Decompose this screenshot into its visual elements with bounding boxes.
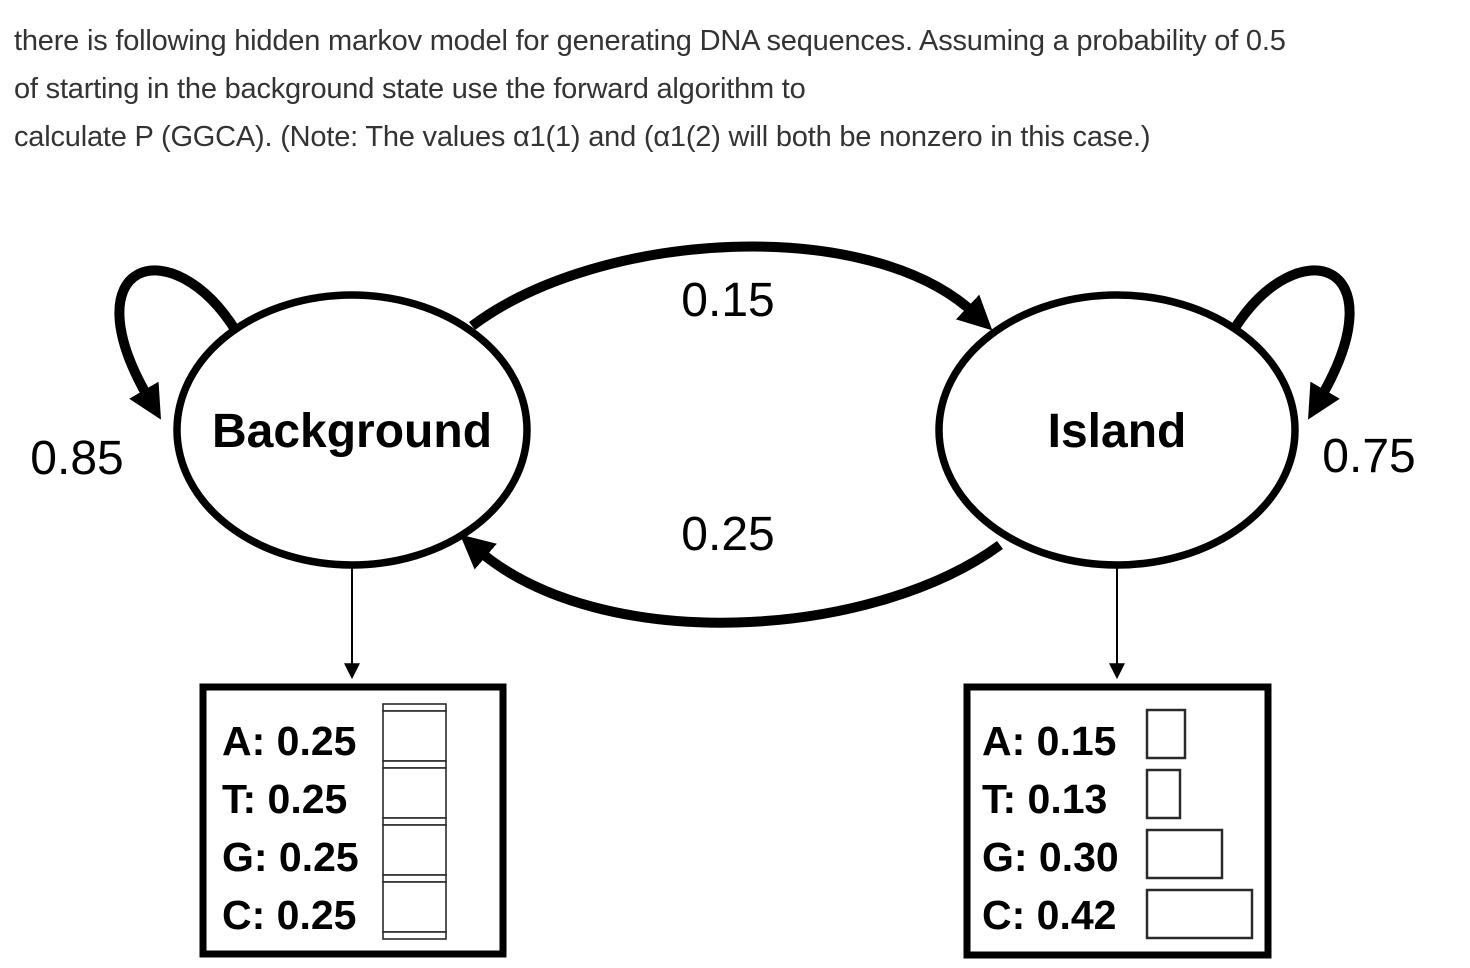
background-emission-bar-a (382, 710, 447, 762)
background-emission-row-t: T: 0.25 (222, 776, 347, 822)
background-emission-bar-t (382, 767, 447, 819)
island-state-label: Island (1048, 405, 1187, 458)
island-emission-row-a: A: 0.15 (982, 718, 1116, 764)
island-emission-bar-a (1145, 708, 1187, 760)
island-emission-bar-c (1145, 888, 1254, 940)
background-emission-bar-g (382, 824, 447, 876)
island-emission-row-c: C: 0.42 (982, 892, 1116, 938)
background-self-loop-prob: 0.85 (30, 432, 123, 485)
island-self-loop-prob: 0.75 (1322, 430, 1415, 483)
background-emission-row-a: A: 0.25 (222, 718, 356, 764)
background-state-ellipse (173, 291, 531, 569)
background-bar-cap (382, 703, 447, 712)
island-state-ellipse (935, 291, 1299, 569)
question-text-line-3: calculate P (GGCA). (Note: The values α1… (14, 121, 1151, 153)
island-emission-row-t: T: 0.13 (982, 776, 1107, 822)
question-text-line-1: there is following hidden markov model f… (14, 25, 1286, 57)
background-state-label: Background (212, 405, 492, 458)
background-emission-row-g: G: 0.25 (222, 834, 359, 880)
background-self-loop-arrow (114, 265, 241, 420)
background-bar-cap (382, 874, 447, 883)
background-bar-cap (382, 817, 447, 826)
question-text-line-2: of starting in the background state use … (14, 73, 806, 105)
background-emission-row-c: C: 0.25 (222, 892, 356, 938)
island-to-background-prob: 0.25 (681, 508, 774, 561)
question-text: there is following hidden markov model f… (14, 17, 1462, 161)
background-to-island-arrow (469, 241, 993, 331)
background-emission-box (199, 683, 507, 958)
background-bar-cap (382, 760, 447, 769)
background-emission-bar-c (382, 881, 447, 933)
island-emission-box (963, 683, 1272, 959)
island-emission-bar-t (1145, 768, 1182, 820)
island-to-background-arrow (459, 534, 1003, 628)
island-self-loop-arrow (1228, 265, 1355, 420)
background-to-island-prob: 0.15 (681, 274, 774, 327)
background-bar-cap (382, 931, 447, 940)
island-emission-row-g: G: 0.30 (982, 834, 1119, 880)
island-emission-bar-g (1145, 828, 1224, 880)
